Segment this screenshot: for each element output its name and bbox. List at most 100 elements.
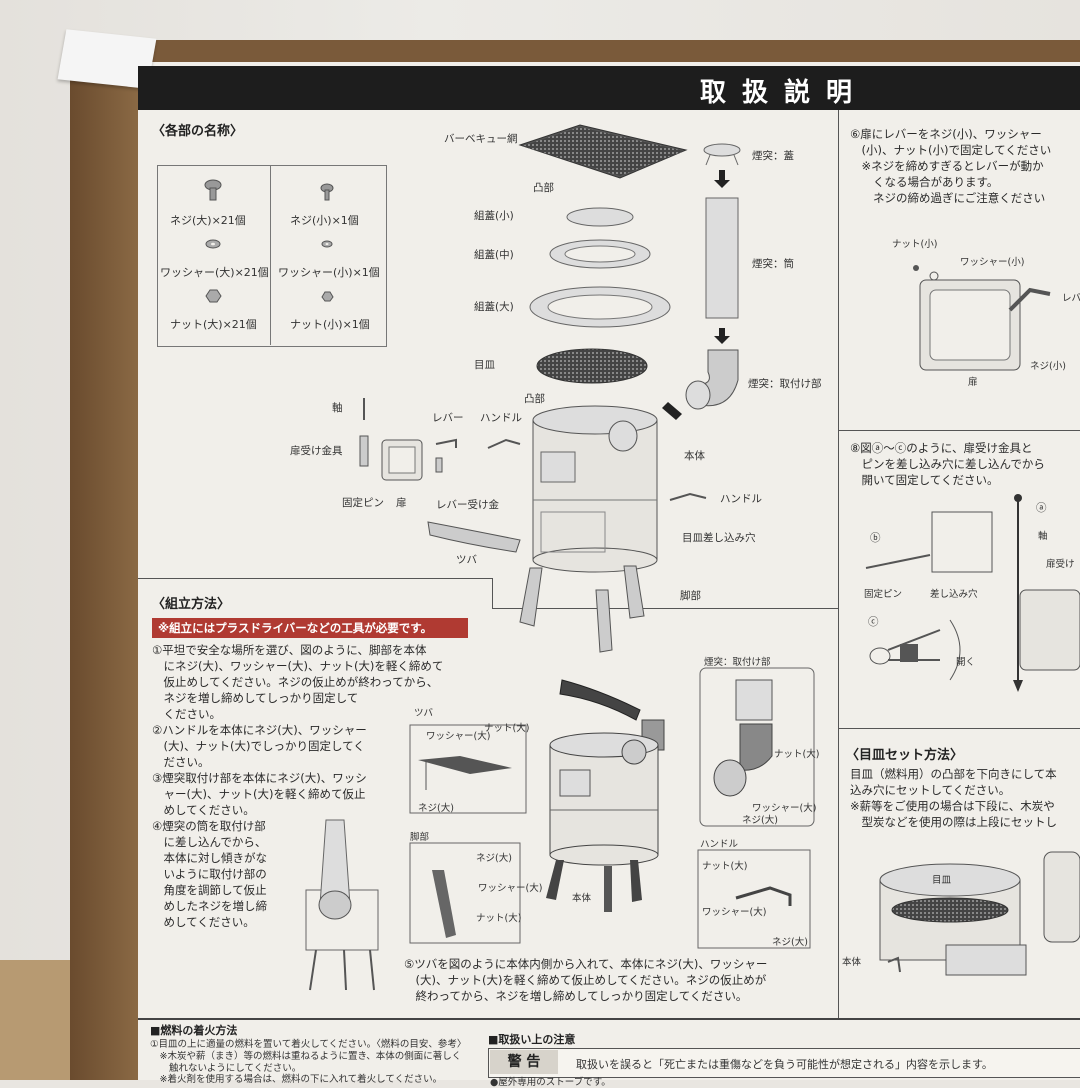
label-lid-small: 組蓋(小) [474,210,514,222]
nut-small-icon [321,291,334,302]
chimney-angle-diagram [305,819,379,991]
step-8-line-1: ⑧図ⓐ〜ⓒのように、扉受け金具と [850,441,1033,455]
section-divider-vertical [492,578,493,608]
step-6-line-5: ネジの締め過ぎにご注意ください [850,191,1046,205]
door-lever-diagram [913,265,1051,371]
diag-screw-2: ネジ(大) [476,853,512,864]
brim-detail-part [418,756,512,774]
step-1-line-4: ネジを増し締めしてしっかり固定して [152,691,359,705]
diag-nut-4: ナット(大) [702,861,748,872]
grate-label: 目皿 [932,875,952,886]
page-title: 取扱説明 [700,78,869,108]
diag-washer-1: ワッシャー(大) [426,731,491,742]
diag-screw-4: ネジ(大) [772,937,808,948]
fire-line-4: ※着火剤を使用する場合は、燃料の下に入れて着火してください。 [150,1074,443,1085]
step8-door-bracket: 扉受け [1046,559,1075,570]
washer-large-icon [205,239,221,249]
right-divider-2 [838,728,1080,729]
label-chimney-cap: 煙突：蓋 [752,150,794,162]
step-4-line-6: めしたネジを増し締 [152,899,267,913]
label-bbq-net: バーベキュー網 [444,133,518,145]
label-brim: ツバ [456,554,477,566]
stove-body-illustration [532,405,658,573]
warning-badge: 警 告 [490,1050,558,1074]
grate-set-diagram [879,851,1080,976]
step-6-line-3: ※ネジを締めすぎるとレバーが動か [850,159,1044,173]
label-lever-bracket: レバー受け金 [436,499,499,511]
hardware-washer-large-label: ワッシャー(大)×21個 [160,266,269,279]
step-4-line-5: 角度を調節して仮止 [152,883,267,897]
section-divider [138,578,493,579]
diag-nut-1: ナット(大) [484,723,530,734]
grate-line-4: 型炭などを使用の際は上段にセットし [850,815,1057,829]
grate-section-title: 〈目皿セット方法〉 [846,748,964,763]
diag-body: 本体 [572,893,592,904]
grate-illustration [536,348,648,384]
label-handle-2: ハンドル [720,493,762,505]
diag-chimney-mount: 煙突：取付け部 [704,657,771,668]
hardware-screw-large-label: ネジ(大)×21個 [170,214,246,227]
step8-fixing-pin: 固定ピン [864,589,903,600]
step8-insert-hole: 差し込み穴 [930,589,978,600]
hardware-screw-small-label: ネジ(小)×1個 [290,214,359,227]
step-4-line-7: めしてください。 [152,915,255,929]
step-2-line-1: ②ハンドルを本体にネジ(大)、ワッシャー [152,723,367,737]
warning-box [488,1048,1080,1078]
step-4-line-3: 本体に対し傾きがな [152,851,267,865]
label-lid-large: 組蓋(大) [474,301,514,313]
diag-washer-4: ワッシャー(大) [702,907,767,918]
section-divider-2 [492,608,838,609]
grate-line-1: 目皿（燃料用）の凸部を下向きにして本 [850,767,1057,781]
washer-small-icon [321,240,333,248]
parts-section-title: 〈各部の名称〉 [152,124,244,139]
header-bar [138,66,1080,110]
step6-nut-small: ナット(小) [892,239,938,250]
assembly-body-illustration [546,679,665,912]
hardware-nut-large-label: ナット(大)×21個 [170,318,257,331]
chimney-cap-illustration [703,143,741,166]
step8-b-marker: ⓑ [870,532,881,544]
step-4-line-4: いように取付け部の [152,867,267,881]
hardware-table-divider [270,165,271,345]
step6-lever: レバ [1062,293,1080,304]
step-4-line-2: に差し込んでから、 [152,835,267,849]
label-door: 扉 [396,497,407,509]
label-body: 本体 [684,450,705,462]
diag-screw-1: ネジ(大) [418,803,454,814]
step-5-line-3: 終わってから、ネジを増し締めしてしっかり固定してください。 [404,989,748,1003]
legs-illustration [519,565,645,653]
nut-large-icon [205,289,222,303]
label-legs: 脚部 [680,590,701,602]
step-6-line-4: くなる場合があります。 [850,175,999,189]
pin-insert-diagram [865,494,1080,692]
label-chimney-mount: 煙突：取付け部 [748,378,822,390]
step-8-line-2: ピンを差し込み穴に差し込んでから [850,457,1045,471]
legs-detail-part [432,870,456,938]
lever-illustration [435,438,457,448]
label-door-bracket: 扉受け金具 [290,445,343,457]
door-bracket-illustration [359,435,369,467]
assembly-section-title: 〈組立方法〉 [152,597,231,612]
chimney-detail-frame [699,667,815,827]
right-divider-1 [838,430,1080,431]
step-2-line-2: (大)、ナット(大)でしっかり固定してく [152,739,365,753]
diag-washer-2: ワッシャー(大) [478,883,543,894]
box-side-edge [70,40,140,1080]
label-shaft: 軸 [332,402,343,414]
caution-next-line: ●屋外専用のストーブです。 [490,1077,611,1088]
step6-screw-small: ネジ(小) [1030,361,1066,372]
brim-illustration [427,521,521,553]
grate-body-label: 本体 [842,957,862,968]
step-5-line-2: (大)、ナット(大)を軽く締めて仮止めしてください。ネジの仮止めが [404,973,767,987]
step-1-line-1: ①平坦で安全な場所を選び、図のように、脚部を本体 [152,643,427,657]
hardware-nut-small-label: ナット(小)×1個 [290,318,370,331]
open-pin-diagram [869,619,961,681]
fire-line-2: ※木炭や薪（まき）等の燃料は重ねるように置き、本体の側面に著しく [150,1051,462,1062]
diag-legs: 脚部 [410,832,430,843]
bbq-net-illustration [518,124,688,179]
grate-line-3: ※薪等をご使用の場合は下段に、木炭や [850,799,1055,813]
caution-section-title: ■取扱い上の注意 [488,1033,576,1046]
handle-detail-frame [697,849,811,949]
diag-nut-2: ナット(大) [476,913,522,924]
step-3-line-1: ③煙突取付け部を本体にネジ(大)、ワッシ [152,771,367,785]
